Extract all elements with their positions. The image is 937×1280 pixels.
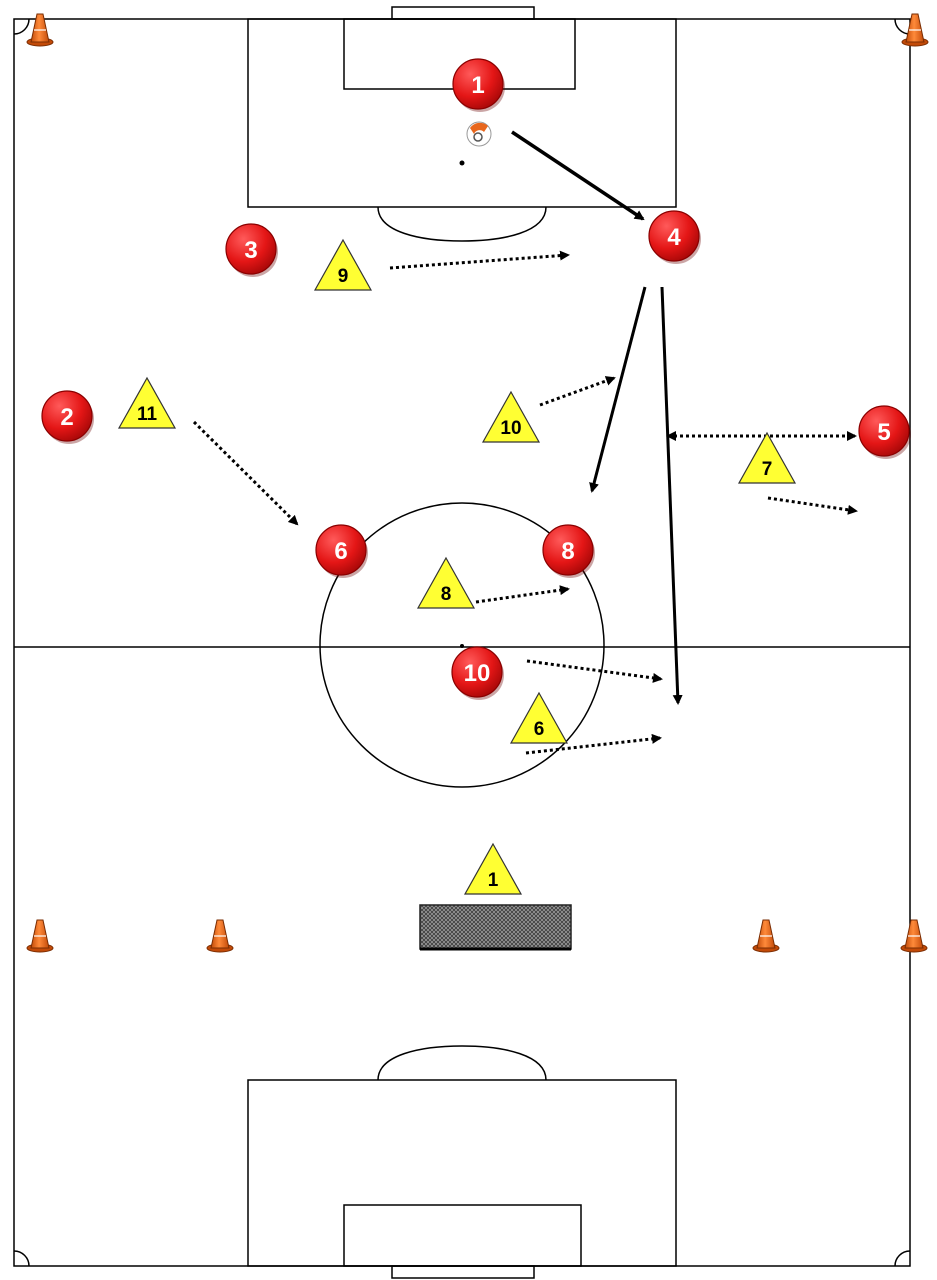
red-player-label: 8 xyxy=(561,538,574,565)
red-player-label: 4 xyxy=(667,224,681,251)
yellow-player-8: 8 xyxy=(416,556,476,609)
training-cone-icon xyxy=(901,13,929,47)
pitch-markings xyxy=(13,6,911,1279)
yellow-player-label: 7 xyxy=(762,459,773,480)
red-player-label: 5 xyxy=(877,419,890,446)
red-player-label: 6 xyxy=(334,538,347,565)
red-player-label: 2 xyxy=(60,404,73,431)
pitch-boundary xyxy=(13,18,911,1267)
bottom-penalty-arc xyxy=(377,1045,547,1081)
run-arrow-7 xyxy=(767,496,858,515)
red-player-6: 6 xyxy=(315,524,368,578)
yellow-player-label: 11 xyxy=(137,404,158,425)
corner-arc-br xyxy=(894,1250,911,1267)
training-cone-icon xyxy=(752,919,780,953)
yellow-player-6: 6 xyxy=(509,691,569,744)
pass-arrow-4-down xyxy=(589,286,647,493)
red-player-5: 5 xyxy=(858,405,911,459)
run-arrow-6 xyxy=(525,733,662,755)
red-player-4: 4 xyxy=(648,210,701,264)
bottom-penalty-area xyxy=(247,1079,677,1267)
cones-group xyxy=(26,13,929,953)
top-penalty-spot xyxy=(459,160,465,166)
red-player-label: 3 xyxy=(244,237,257,264)
training-cone-icon xyxy=(900,919,928,953)
red-team: 1 3 4 2 5 6 8 10 xyxy=(41,58,911,700)
top-penalty-arc xyxy=(377,206,547,242)
centre-circle xyxy=(319,502,605,788)
red-player-label: 1 xyxy=(471,72,484,99)
bottom-goal xyxy=(391,1265,535,1279)
pass-arrow-1-to-4 xyxy=(511,130,645,221)
corner-arc-bl xyxy=(13,1250,30,1267)
top-penalty-area xyxy=(247,18,677,208)
red-player-3: 3 xyxy=(225,223,278,277)
red-player-10: 10 xyxy=(451,646,504,700)
mini-goal-icon xyxy=(419,904,572,951)
training-cone-icon xyxy=(26,919,54,953)
red-player-1: 1 xyxy=(452,58,505,112)
yellow-player-9: 9 xyxy=(313,238,373,291)
soccer-ball-icon xyxy=(466,121,492,147)
run-arrow-10 xyxy=(539,376,616,407)
yellow-player-label: 1 xyxy=(488,870,499,891)
yellow-player-7: 7 xyxy=(737,431,797,484)
yellow-player-label: 8 xyxy=(441,584,452,605)
corner-arc-tl xyxy=(13,18,30,35)
movement-arrows xyxy=(192,130,858,755)
yellow-player-label: 6 xyxy=(534,719,545,740)
run-arrow-11 xyxy=(192,420,299,526)
red-player-label: 10 xyxy=(464,660,491,687)
run-arrow-9 xyxy=(389,250,570,270)
yellow-player-10: 10 xyxy=(481,390,541,443)
pass-arrow-4-long xyxy=(660,286,683,705)
yellow-player-label: 9 xyxy=(338,266,349,287)
top-goal xyxy=(391,6,535,20)
yellow-player-11: 11 xyxy=(117,376,177,429)
training-cone-icon xyxy=(206,919,234,953)
run-arrow-8 xyxy=(475,585,570,604)
yellow-player-label: 10 xyxy=(500,418,521,439)
red-player-2: 2 xyxy=(41,390,94,444)
red-player-8: 8 xyxy=(542,524,595,578)
yellow-player-1: 1 xyxy=(463,842,523,895)
bottom-goal-area xyxy=(343,1204,582,1267)
run-arrow-10-red xyxy=(526,659,663,683)
training-cone-icon xyxy=(26,13,54,47)
yellow-team: 9 11 10 7 8 6 1 xyxy=(117,238,797,895)
centre-spot xyxy=(460,644,464,648)
